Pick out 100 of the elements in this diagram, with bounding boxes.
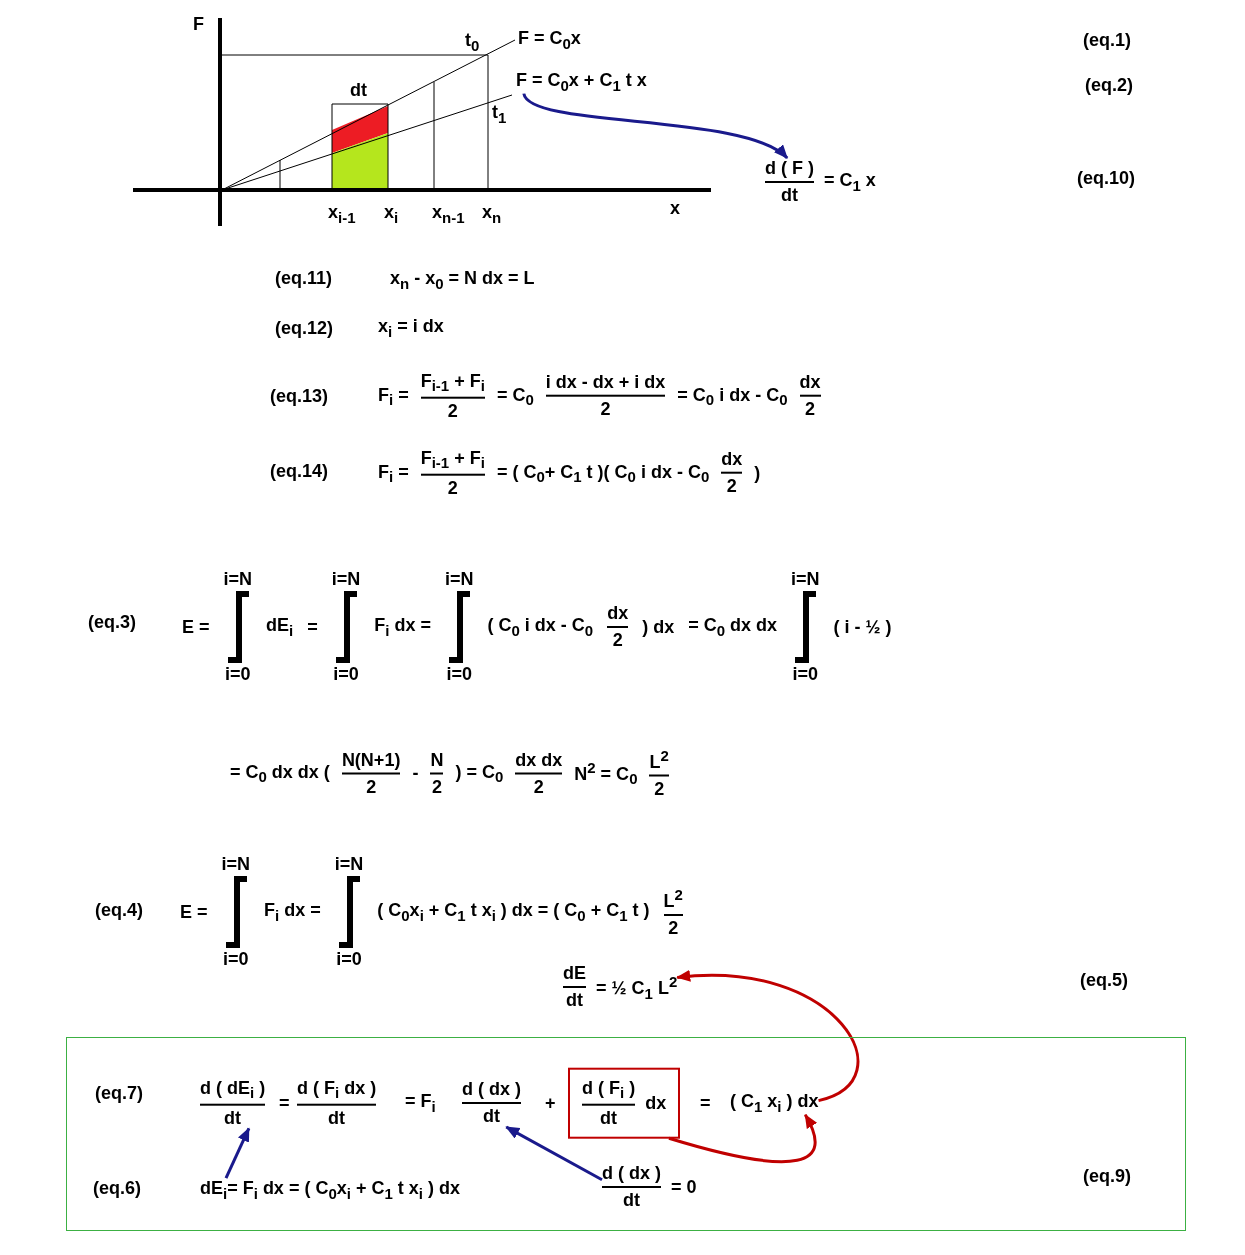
denominator: 2 (805, 399, 815, 420)
numerator: dx dx (515, 749, 563, 770)
numerator: d ( F$_{i}$ dx ) (297, 1077, 377, 1102)
integral-limit: i=N (791, 569, 820, 590)
denominator: 2 (366, 776, 377, 797)
math-expression: = C$_{0}$ i dx - C$_{0}$ (677, 384, 788, 408)
denominator: dt (623, 1190, 640, 1211)
denominator: 2 (431, 776, 442, 797)
integral-limit: i=0 (225, 664, 251, 685)
equation-number: (eq.11) (275, 267, 333, 289)
denominator: 2 (447, 477, 458, 499)
integral-limit: i=0 (333, 664, 359, 685)
denominator: 2 (447, 400, 458, 422)
equation-number: (eq.13) (270, 385, 329, 407)
equation-number: (eq.14) (270, 460, 329, 482)
integral-limit: i=N (221, 854, 251, 875)
math-expression: ( i - ½ ) (833, 616, 892, 638)
math-expression: F$_{i}$ dx = (374, 615, 431, 639)
math-expression: = (700, 1092, 711, 1114)
denominator: dt (566, 990, 583, 1011)
math-expression: x$_{n}$ - x$_{0}$ = N dx = L (390, 268, 535, 292)
graph-label: dt (350, 80, 367, 101)
formula: F = C$_{0}$x + C$_{1}$ t x (516, 70, 647, 94)
equation-number: (eq.1) (1083, 30, 1131, 51)
equation-number: (eq.5) (1080, 969, 1128, 991)
graph-label: t$_{1}$ (492, 102, 507, 126)
highlight-box (568, 1067, 681, 1139)
math-expression: = C$_{0}$ (496, 384, 534, 408)
formula-part: = 0 (671, 1176, 697, 1198)
denominator: dt (483, 1106, 500, 1127)
math-expression: = F$_{i}$ (405, 1091, 436, 1115)
math-expression: x$_{i}$ = i dx (378, 316, 444, 340)
numerator: F$_{i-1}$ + F$_{i}$ (420, 447, 485, 472)
graph-label: F (193, 14, 204, 35)
denominator: 2 (612, 630, 623, 651)
math-expression: = (307, 616, 318, 638)
equation-number: (eq.2) (1085, 75, 1133, 96)
numerator: d ( dx ) (602, 1163, 661, 1184)
equation-number: (eq.4) (95, 899, 143, 921)
arrow (505, 1125, 603, 1182)
math-expression: + (545, 1092, 556, 1114)
math-expression: F$_{i}$ = (378, 384, 409, 408)
integral-limit: i=0 (446, 664, 472, 685)
arrow (224, 1127, 251, 1179)
numerator: d ( dE$_{i}$ ) (200, 1077, 266, 1102)
math-expression: F$_{i}$ = (378, 461, 409, 485)
formula: ( C$_{1}$ x$_{i}$ ) dx (730, 1091, 819, 1115)
integral-limit: i=0 (336, 949, 362, 970)
graph-label: F = C$_{0}$x (518, 28, 581, 52)
numerator: dx (607, 603, 629, 624)
denominator: 2 (726, 476, 737, 497)
curved-arrow (522, 92, 789, 160)
integral-limit: i=0 (792, 664, 819, 685)
graph-label: x$_{i-1}$ (328, 202, 356, 226)
numerator: F$_{i-1}$ + F$_{i}$ (420, 370, 485, 395)
math-expression: = ( C$_{0}$+ C$_{1}$ t )( C$_{0}$ i dx - C$_{0}$ (496, 461, 710, 485)
graph-label: x (670, 198, 680, 219)
numerator: L$^{2}$ (649, 746, 669, 773)
numerator: dE (563, 963, 586, 984)
math-expression: N$^{2}$ = C$_{0}$ (574, 758, 638, 788)
formula-part: = ½ C$_{1}$ L$^{2}$ (596, 972, 678, 1002)
denominator: 2 (654, 778, 665, 800)
graph-label: x$_{i}$ (384, 202, 399, 226)
denominator: 2 (668, 917, 679, 939)
denominator: 2 (600, 399, 611, 420)
integral-limit: i=N (444, 569, 474, 590)
integral-limit: i=N (334, 854, 364, 875)
highlight-panel (66, 1037, 1186, 1231)
math-expression: ) (754, 462, 761, 484)
numerator: dx (721, 449, 743, 470)
graph-label: x$_{n-1}$ (432, 202, 465, 226)
formula-part: dx (645, 1092, 667, 1114)
math-expression: - (412, 762, 419, 784)
graph-label: x$_{n}$ (482, 202, 502, 226)
equation-number: (eq.6) (93, 1178, 141, 1199)
math-expression: dE$_{i}$ (266, 615, 294, 639)
numerator: dx (799, 372, 821, 393)
numerator: N (430, 749, 444, 770)
curved-arrow (668, 1113, 817, 1164)
math-expression: ( C$_{0}$ i dx - C$_{0}$ (487, 615, 594, 639)
numerator: d ( dx ) (462, 1079, 521, 1100)
formula: dE$_{i}$= F$_{i}$ dx = ( C$_{0}$x$_{i}$ + C$_{1}$ t x$_{i}$ ) dx (200, 1178, 460, 1202)
math-expression: F$_{i}$ dx = (264, 900, 321, 924)
math-expression: = C$_{0}$ dx dx ( (230, 761, 330, 785)
integral-limit: i=0 (223, 949, 249, 970)
denominator: 2 (533, 776, 544, 797)
graph-label: t$_{0}$ (465, 30, 480, 54)
math-expression: ) = C$_{0}$ (455, 761, 504, 785)
equation-number: (eq.10) (1077, 168, 1136, 189)
equation-number: (eq.9) (1083, 1166, 1131, 1187)
denominator: dt (224, 1107, 242, 1129)
integral-limit: i=N (223, 569, 253, 590)
math-expression: E = (182, 616, 210, 638)
numerator: d ( F$_{i}$ ) (582, 1077, 636, 1102)
math-expression: E = (180, 901, 208, 923)
math-expression: ) dx (642, 616, 675, 638)
math-expression: ( C$_{0}$x$_{i}$ + C$_{1}$ t x$_{i}$ ) dx = ( C$_{0}$ + C$_{1}$ t ) (377, 900, 650, 924)
denominator: dt (781, 185, 798, 206)
numerator: N(N+1) (341, 749, 401, 770)
denominator: dt (600, 1107, 618, 1129)
